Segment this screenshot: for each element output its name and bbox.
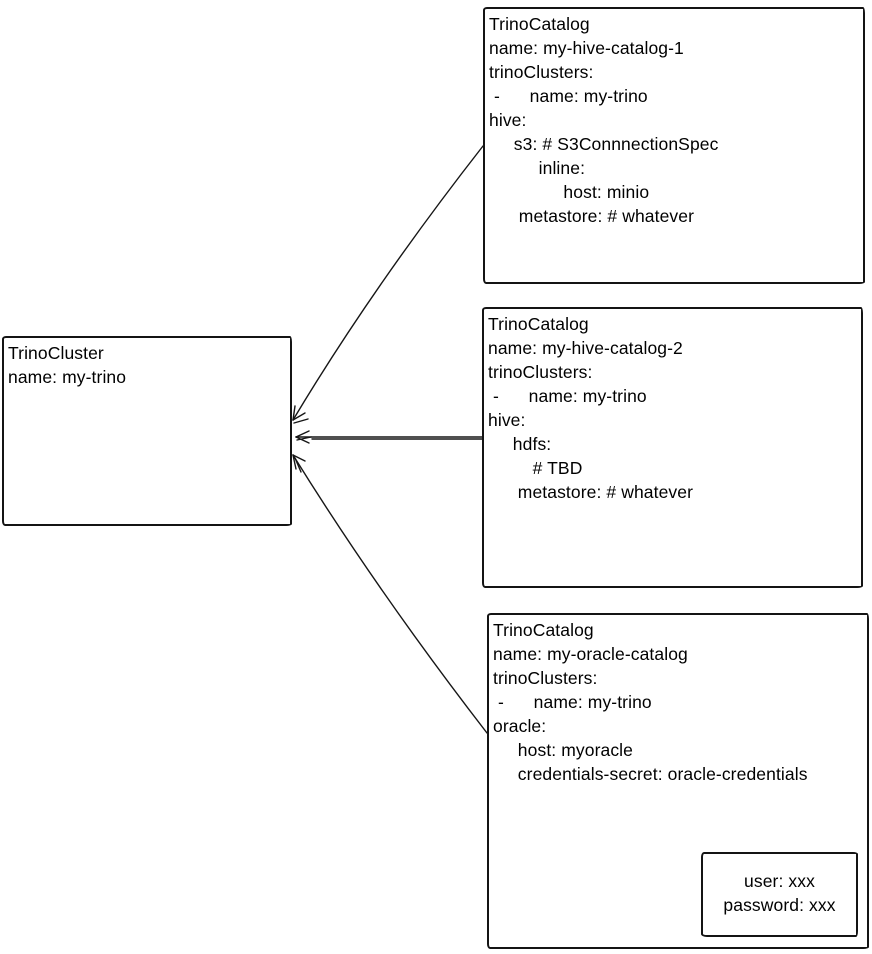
node-trino-cluster: TrinoCluster name: my-trino bbox=[2, 336, 292, 526]
node-oracle-credentials-secret: user: xxx password: xxx bbox=[701, 852, 858, 937]
connector-catalog1-to-cluster bbox=[292, 145, 484, 424]
oracle-credentials-secret-text: user: xxx password: xxx bbox=[723, 871, 836, 915]
connector-catalog2-to-cluster bbox=[295, 430, 483, 444]
trino-catalog-oracle-spec-text: TrinoCatalog name: my-oracle-catalog tri… bbox=[493, 620, 808, 784]
trino-cluster-spec-text: TrinoCluster name: my-trino bbox=[8, 343, 127, 387]
connector-catalog3-to-cluster bbox=[292, 454, 488, 734]
node-trino-catalog-hive-1: TrinoCatalog name: my-hive-catalog-1 tri… bbox=[483, 7, 865, 284]
node-trino-catalog-hive-2: TrinoCatalog name: my-hive-catalog-2 tri… bbox=[482, 307, 863, 588]
trino-catalog-hive-2-spec-text: TrinoCatalog name: my-hive-catalog-2 tri… bbox=[488, 314, 694, 502]
trino-catalog-hive-1-spec-text: TrinoCatalog name: my-hive-catalog-1 tri… bbox=[489, 14, 719, 226]
